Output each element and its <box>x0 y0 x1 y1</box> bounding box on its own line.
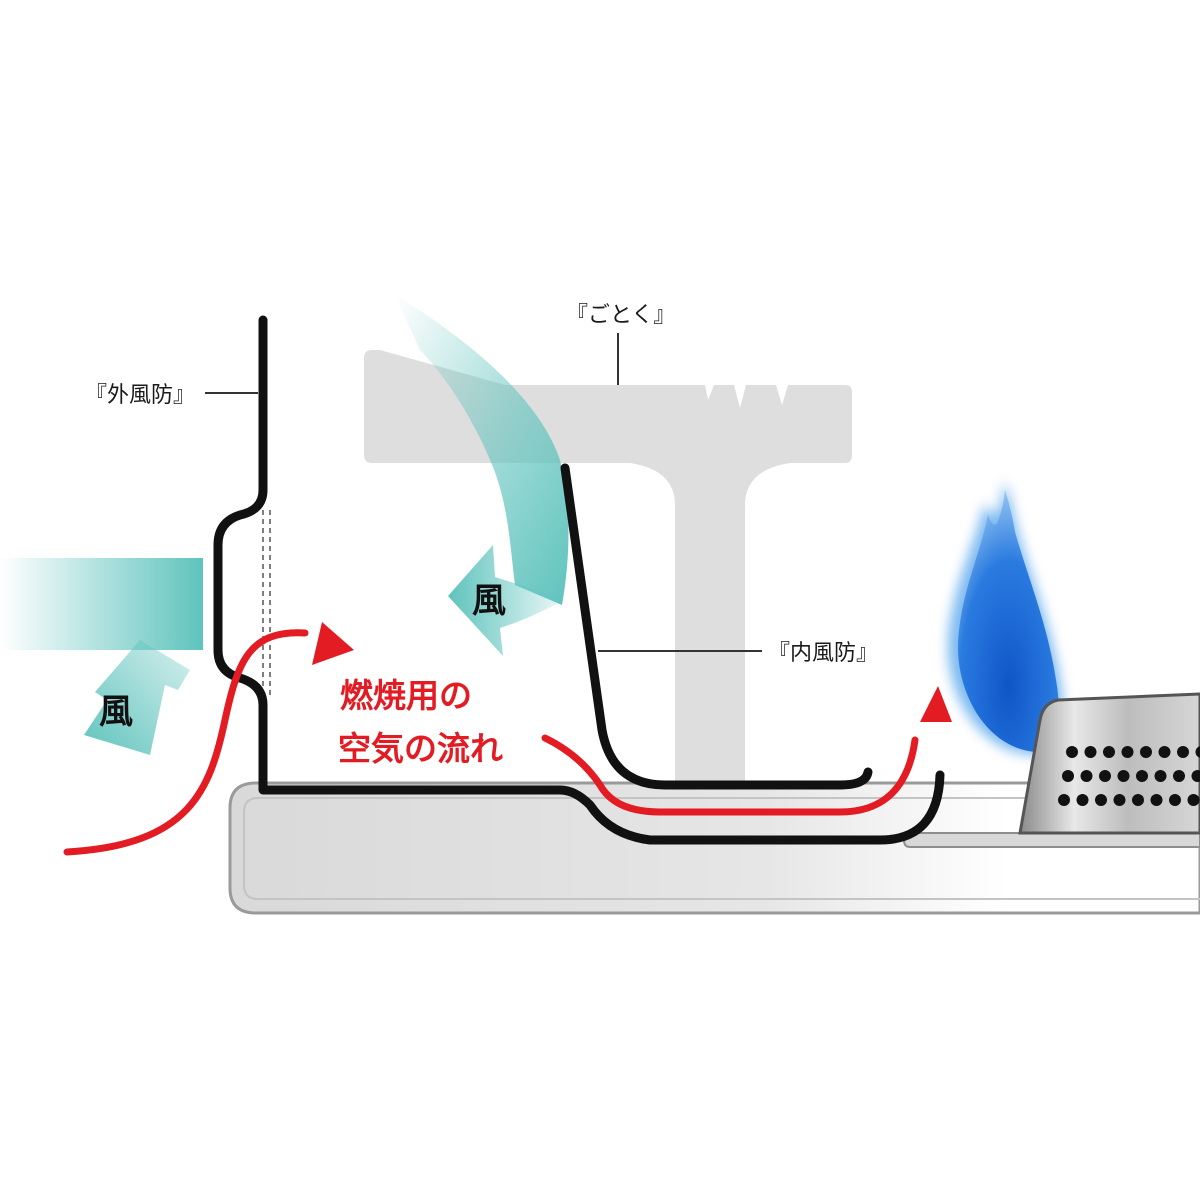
outer-windshield <box>213 315 945 845</box>
burner-hole <box>1187 794 1200 806</box>
wind-arrow-center-icon <box>448 545 566 656</box>
burner-hole <box>1113 794 1126 806</box>
air-flow-arrowhead-left-icon <box>312 622 354 665</box>
burner-hole <box>1177 746 1189 758</box>
burner-hole <box>1154 770 1167 782</box>
burner-hole <box>1080 770 1093 782</box>
air-flow-label-line1: 燃焼用の <box>340 676 472 715</box>
burner-hole <box>1191 770 1200 782</box>
burner-hole <box>1117 770 1130 782</box>
burner-hole <box>1103 746 1115 758</box>
burner-hole <box>1099 770 1111 782</box>
burner-hole <box>1058 794 1070 806</box>
air-flow-arrowhead-right-icon <box>920 686 952 722</box>
gotoku-support <box>364 350 852 783</box>
bottom-tray <box>228 781 1200 915</box>
inner-windshield <box>560 463 873 790</box>
wind-arrow-left-icon <box>84 640 190 755</box>
burner-hole <box>1062 770 1074 782</box>
inner-windshield-label: 『内風防』 <box>768 641 878 666</box>
burner-hole <box>1169 794 1181 806</box>
combustion-air-flow <box>63 622 952 856</box>
burner-hole <box>1076 794 1089 806</box>
burner-hole <box>1136 770 1148 782</box>
burner-hole <box>1150 794 1163 806</box>
burner-hole <box>1195 746 1200 758</box>
wind-label-left: 風 <box>99 692 133 732</box>
outer-windshield-label: 『外風防』 <box>85 383 195 408</box>
burner-hole <box>1132 794 1144 806</box>
left-wind-band <box>0 558 203 650</box>
burner-hole <box>1095 794 1107 806</box>
burner-base-plate <box>902 832 1200 848</box>
air-flow-label-line2: 空気の流れ <box>338 729 503 768</box>
burner-hole <box>1066 746 1078 758</box>
burner <box>1018 692 1200 835</box>
burner-hole <box>1158 746 1171 758</box>
burner-hole <box>1121 746 1134 758</box>
center-wind-flow <box>395 295 569 605</box>
burner-hole <box>1173 770 1185 782</box>
burner-hole <box>1140 746 1152 758</box>
gotoku-label: 『ごとく』 <box>566 303 675 328</box>
wind-label-center: 風 <box>472 581 506 621</box>
burner-hole <box>1084 746 1097 758</box>
flame-icon <box>947 480 1064 756</box>
